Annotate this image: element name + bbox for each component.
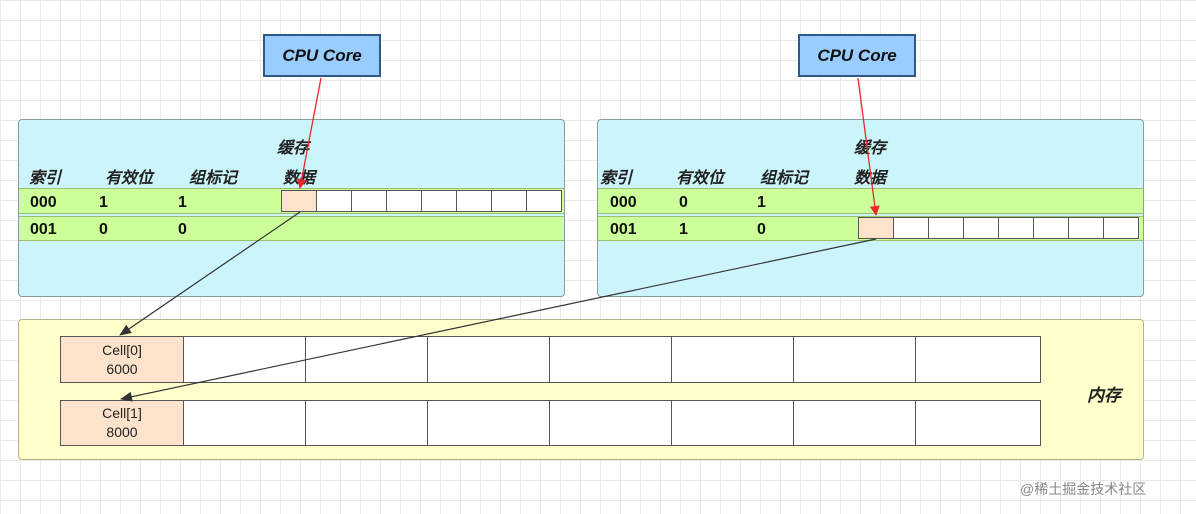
right-row1-tag: 0 [757, 221, 766, 238]
left-header-valid: 有效位 [105, 170, 154, 187]
right-core-to-cache-arrow [857, 77, 880, 216]
memory-cell-0-value: 6000 [106, 360, 138, 377]
left-row1-valid: 0 [99, 221, 108, 238]
left-cache-to-cell0-arrow [119, 211, 301, 336]
left-core-to-cache-arrow [296, 77, 322, 189]
right-header-valid: 有效位 [676, 170, 725, 187]
watermark-text: @稀土掘金技术社区 [1020, 481, 1147, 497]
memory-row-1: Cell[1] 8000 [60, 400, 1041, 446]
right-cache-line-blocks [858, 217, 1139, 239]
left-header-index: 索引 [29, 170, 62, 187]
right-header-tag: 组标记 [760, 170, 809, 187]
left-row1-index: 001 [30, 221, 57, 238]
right-row1-index: 001 [610, 221, 637, 238]
right-row1-valid: 1 [679, 221, 688, 238]
left-cache-title: 缓存 [277, 140, 310, 157]
memory-cell-1-value: 8000 [106, 424, 138, 440]
left-row0-tag: 1 [178, 194, 187, 211]
left-row1-tag: 0 [178, 221, 187, 238]
left-cache-row-001 [19, 216, 564, 241]
left-cpu-core: CPU Core [263, 34, 381, 77]
right-row0-tag: 1 [757, 194, 766, 211]
left-row0-valid: 1 [99, 194, 108, 211]
right-header-index: 索引 [600, 170, 633, 187]
right-row0-valid: 0 [679, 194, 688, 211]
left-cache-panel: 缓存 索引 有效位 组标记 数据 000 1 1 001 0 0 [18, 119, 565, 297]
left-cache-line-blocks [281, 190, 562, 212]
memory-cell-0-name: Cell[0] [102, 341, 142, 358]
right-cpu-core: CPU Core [798, 34, 916, 77]
memory-label: 内存 [1087, 386, 1121, 405]
right-cpu-core-label: CPU Core [817, 45, 897, 65]
left-row0-index: 000 [30, 194, 57, 211]
memory-row-0: Cell[0] 6000 [60, 336, 1041, 383]
memory-panel: Cell[0] 6000 Cell[1] 8000 内存 [18, 319, 1144, 460]
right-header-data: 数据 [854, 170, 887, 187]
left-cpu-core-label: CPU Core [282, 45, 362, 65]
memory-cell-1: Cell[1] 8000 [61, 401, 183, 445]
memory-cell-1-name: Cell[1] [102, 405, 142, 421]
memory-cell-0: Cell[0] 6000 [61, 337, 183, 382]
right-row0-index: 000 [610, 194, 637, 211]
right-cache-title: 缓存 [854, 140, 887, 157]
left-header-tag: 组标记 [189, 170, 238, 187]
right-cache-to-cell1-arrow [120, 238, 877, 402]
